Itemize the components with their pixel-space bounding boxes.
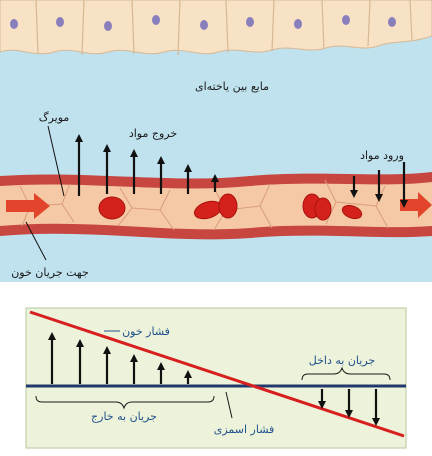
cell-nucleus xyxy=(104,21,112,31)
tissue-cells-row xyxy=(0,0,432,55)
blood-direction-label: جهت جریان خون xyxy=(11,266,89,279)
cell-nucleus xyxy=(294,19,302,29)
interstitial-fluid-label: مایع بین یاخته‌ای xyxy=(195,80,269,93)
red-blood-cell xyxy=(219,194,237,218)
cell-nucleus xyxy=(246,17,254,27)
cell-nucleus xyxy=(342,15,350,25)
blood-pressure-label: فشار خون xyxy=(122,325,170,338)
cell-nucleus xyxy=(200,20,208,30)
red-blood-cell xyxy=(315,198,331,220)
capillary-label: مویرگ xyxy=(39,111,70,124)
inward-flow-label: جریان به داخل xyxy=(309,354,375,367)
osmotic-pressure-label: فشار اسمزی xyxy=(214,423,275,436)
outward-flow-label: جریان به خارج xyxy=(91,410,157,423)
top-panel: مایع بین یاخته‌ای مویرگ خروج مواد ورود م… xyxy=(0,0,432,282)
red-blood-cell xyxy=(99,197,125,219)
cell-nucleus xyxy=(388,17,396,27)
cell-nucleus xyxy=(152,15,160,25)
cell-nucleus xyxy=(56,17,64,27)
outflow-label: خروج مواد xyxy=(129,127,177,140)
bottom-panel: فشار خون فشار اسمزی جریان به خارج جریان … xyxy=(26,308,406,448)
inflow-label: ورود مواد xyxy=(360,149,404,162)
cell-nucleus xyxy=(10,19,18,29)
